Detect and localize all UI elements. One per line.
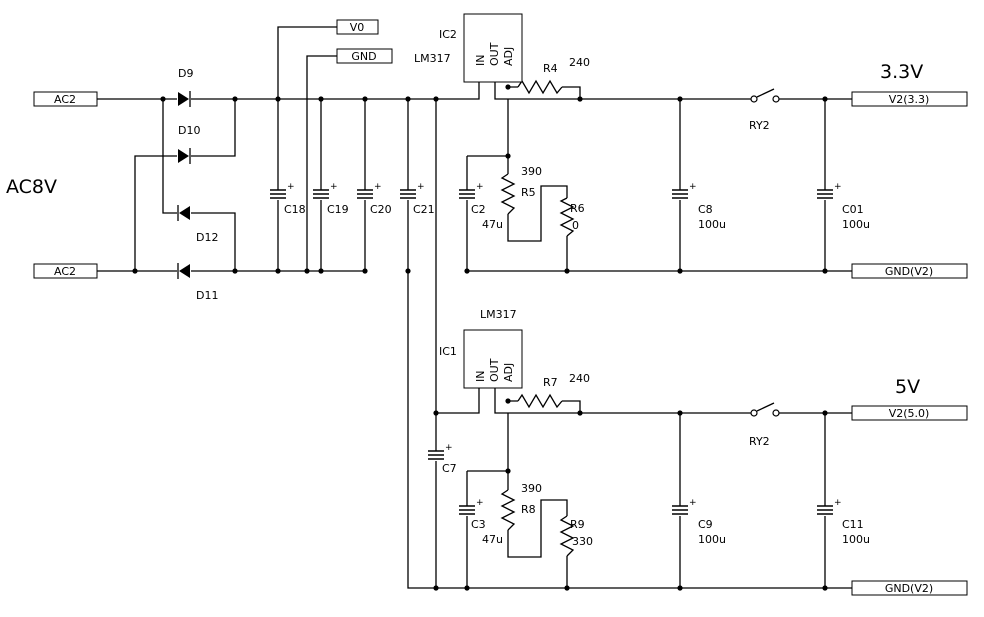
port-tags: AC2 AC2 V0 GND V2(3.3) GND(V2) V2(5.0) G…	[33, 19, 968, 596]
ic2-pin-in: IN	[474, 55, 487, 66]
label-c01: C01	[842, 203, 864, 216]
resistor-symbols	[500, 79, 575, 557]
label-c2: C2	[471, 203, 486, 216]
label-d9: D9	[178, 67, 193, 80]
label-c01-value: 100u	[842, 218, 870, 231]
label-r4-value: 240	[569, 56, 590, 69]
label-ry2-bottom: RY2	[749, 435, 770, 448]
label-r5-value: 390	[521, 165, 542, 178]
label-ic1-part: LM317	[480, 308, 517, 321]
svg-text:+: +	[330, 182, 338, 192]
port-gnd-v2-bottom: GND(V2)	[885, 582, 933, 595]
label-c18: C18	[284, 203, 306, 216]
svg-text:+: +	[834, 182, 842, 192]
label-ic2-part: LM317	[414, 52, 451, 65]
label-c19: C19	[327, 203, 349, 216]
label-c20: C20	[370, 203, 392, 216]
relay-switch-bottom	[750, 402, 780, 417]
capacitor-symbols: + + + + + + + + + + +	[270, 182, 842, 515]
label-c3-value: 47u	[482, 533, 503, 546]
svg-text:+: +	[417, 182, 425, 192]
label-c21: C21	[413, 203, 435, 216]
svg-text:+: +	[689, 182, 697, 192]
label-r9: R9	[570, 518, 585, 531]
label-r9-value: 330	[572, 535, 593, 548]
port-v0: V0	[350, 21, 365, 34]
labels: AC8V 3.3V 5V D9 D10 D12 D11 C18 C19 C20 …	[6, 28, 923, 548]
junctions	[132, 84, 828, 591]
wires	[97, 26, 852, 589]
label-c9-value: 100u	[698, 533, 726, 546]
ic1-pin-adj: ADJ	[502, 363, 515, 382]
label-c8: C8	[698, 203, 713, 216]
svg-text:+: +	[374, 182, 382, 192]
diode-d12	[177, 205, 190, 221]
label-c11: C11	[842, 518, 864, 531]
label-r5: R5	[521, 186, 536, 199]
ic1-pin-in: IN	[474, 371, 487, 382]
label-r8: R8	[521, 503, 536, 516]
regulator-ic2: IN OUT ADJ	[463, 13, 523, 83]
svg-text:+: +	[476, 182, 484, 192]
label-ic1: IC1	[439, 345, 457, 358]
label-r4: R4	[543, 62, 558, 75]
label-r8-value: 390	[521, 482, 542, 495]
ic2-pin-out: OUT	[488, 42, 501, 66]
svg-text:+: +	[287, 182, 295, 192]
label-c11-value: 100u	[842, 533, 870, 546]
label-c9: C9	[698, 518, 713, 531]
label-d11: D11	[196, 289, 218, 302]
diode-d10	[178, 148, 191, 164]
ic2-pin-adj: ADJ	[502, 47, 515, 66]
label-r6-value: 0	[572, 219, 579, 232]
port-gnd-v2-top: GND(V2)	[885, 265, 933, 278]
label-ry2-top: RY2	[749, 119, 770, 132]
svg-text:+: +	[476, 498, 484, 508]
label-r7: R7	[543, 376, 558, 389]
label-ic2: IC2	[439, 28, 457, 41]
diode-d9	[178, 91, 191, 107]
label-c2-value: 47u	[482, 218, 503, 231]
svg-text:+: +	[834, 498, 842, 508]
relay-switch-top	[750, 88, 780, 103]
svg-text:+: +	[689, 498, 697, 508]
label-r7-value: 240	[569, 372, 590, 385]
label-c8-value: 100u	[698, 218, 726, 231]
label-r6: R6	[570, 202, 585, 215]
label-ac8v: AC8V	[6, 176, 57, 198]
label-c7: C7	[442, 462, 457, 475]
port-ac2-top: AC2	[54, 93, 76, 106]
port-v2-5v0: V2(5.0)	[889, 407, 930, 420]
label-c3: C3	[471, 518, 486, 531]
port-v2-3v3: V2(3.3)	[889, 93, 930, 106]
label-d12: D12	[196, 231, 218, 244]
svg-text:+: +	[445, 443, 453, 453]
regulator-ic1: IN OUT ADJ	[463, 329, 523, 389]
ic1-pin-out: OUT	[488, 358, 501, 382]
label-3v3: 3.3V	[880, 61, 923, 83]
port-gnd: GND	[351, 50, 376, 63]
label-5v: 5V	[895, 376, 920, 398]
port-ac2-bottom: AC2	[54, 265, 76, 278]
label-d10: D10	[178, 124, 200, 137]
diode-d11	[177, 263, 190, 279]
